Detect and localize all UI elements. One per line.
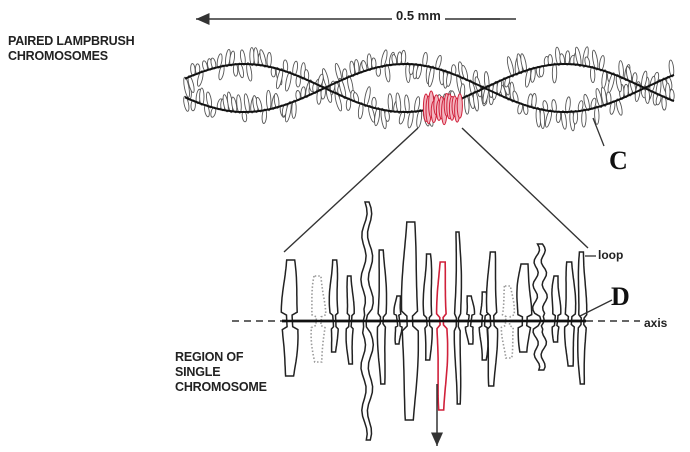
highlighted-region <box>423 91 462 125</box>
chromatin-loop <box>454 232 461 404</box>
lateral-loop <box>401 50 406 65</box>
lateral-loop <box>266 90 271 111</box>
marker-d: D <box>611 282 630 312</box>
chromatin-loop <box>565 262 576 366</box>
lateral-loop <box>565 51 570 65</box>
lateral-loop <box>552 63 557 83</box>
paired-label-line1: PAIRED LAMPBRUSH <box>8 34 134 49</box>
chromatin-loop <box>517 264 532 352</box>
zoom-line-left <box>284 128 418 252</box>
loop-label: loop <box>598 248 623 262</box>
lateral-loop <box>243 94 250 114</box>
lateral-loop <box>388 94 393 113</box>
chromatin-loop <box>377 250 386 384</box>
chromatin-loop <box>281 260 298 376</box>
highlight-loop <box>457 94 462 118</box>
chromatin-loop <box>552 276 561 342</box>
scale-bar-label: 0.5 mm <box>392 8 445 23</box>
paired-chromosomes-label: PAIRED LAMPBRUSH CHROMOSOMES <box>8 34 134 64</box>
chromatin-loop <box>329 260 338 352</box>
zoom-line-right <box>462 128 588 248</box>
paired-label-line2: CHROMOSOMES <box>8 49 134 64</box>
region-label-line3: CHROMOSOME <box>175 380 267 395</box>
chromatin-loop <box>533 244 548 370</box>
lateral-loop <box>582 109 587 127</box>
chromatin-loop <box>487 252 498 386</box>
chromatin-loop <box>437 262 448 410</box>
single-chromosome-label: REGION OF SINGLE CHROMOSOME <box>175 350 267 395</box>
region-label-line1: REGION OF <box>175 350 267 365</box>
chromatin-loop <box>578 252 587 384</box>
marker-c: C <box>609 146 628 176</box>
chromatin-loop <box>423 254 432 360</box>
lateral-loop <box>404 95 410 114</box>
region-label-line2: SINGLE <box>175 365 267 380</box>
chromatin-loop <box>311 276 326 362</box>
axis-label: axis <box>644 316 667 330</box>
lateral-loop <box>561 110 568 129</box>
